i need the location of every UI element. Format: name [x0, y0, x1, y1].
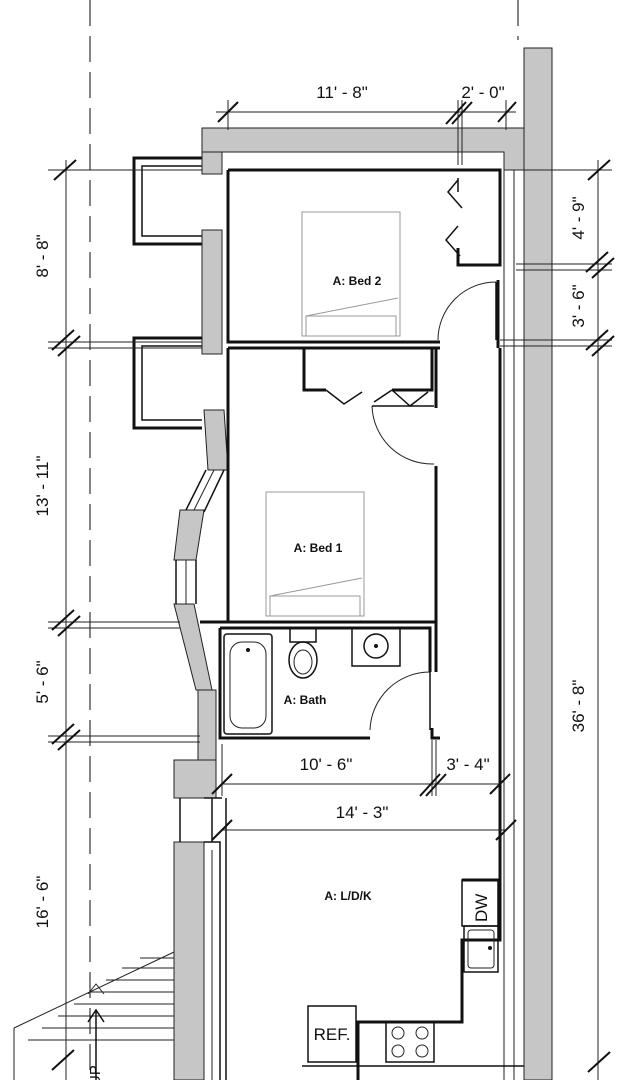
dim-right-total: 36' - 8" — [569, 680, 588, 733]
room-label-ldk: A: L/D/K — [324, 889, 372, 903]
dim-left-bed1: 13' - 11" — [33, 456, 52, 517]
dim-top-width: 11' - 8" — [316, 83, 368, 102]
dim-mid-hall: 3' - 4" — [446, 755, 489, 774]
bay-window-lower — [132, 336, 202, 430]
stair: UP — [13, 951, 175, 1080]
dimension-lines: 11' - 8" 2' - 0" 8' - 8" 13' - 11" 5' - … — [33, 83, 615, 1080]
bed-2 — [301, 211, 401, 337]
exterior-right-wall — [503, 47, 553, 1080]
dim-top-closet: 2' - 0" — [461, 83, 504, 102]
dishwasher: DW — [461, 879, 499, 927]
dim-right-door: 3' - 6" — [569, 284, 588, 327]
room-label-bed2: A: Bed 2 — [333, 274, 382, 288]
refrigerator: REF. — [307, 1005, 357, 1063]
dim-right-closet: 4' - 9" — [569, 196, 588, 239]
dim-left-ldk: 16' - 6" — [33, 876, 52, 929]
refrigerator-label: REF. — [314, 1025, 351, 1044]
kitchen-sink — [463, 925, 499, 973]
interior-walls — [200, 168, 524, 1080]
dim-left-bed2: 8' - 8" — [33, 234, 52, 277]
curved-facade — [173, 409, 229, 1080]
toilet — [288, 627, 318, 679]
door-swings — [369, 281, 497, 731]
bed-1 — [265, 491, 365, 617]
dim-ldk-width: 14' - 3" — [336, 803, 389, 822]
dim-mid-bath: 10' - 6" — [300, 755, 353, 774]
stove — [385, 1021, 435, 1063]
dishwasher-label: DW — [472, 894, 491, 922]
dim-left-bath: 5' - 6" — [33, 660, 52, 703]
top-wall — [201, 127, 525, 171]
room-label-bath: A: Bath — [284, 693, 327, 707]
bathtub — [223, 633, 273, 735]
reference-lines — [89, 0, 519, 1080]
bay-window-upper — [132, 151, 223, 355]
closet-doors — [325, 179, 463, 407]
room-label-bed1: A: Bed 1 — [294, 541, 343, 555]
stair-label: UP — [87, 1065, 104, 1080]
sink — [351, 627, 401, 667]
room-labels: A: Bed 2 A: Bed 1 A: Bath A: L/D/K — [284, 274, 382, 903]
